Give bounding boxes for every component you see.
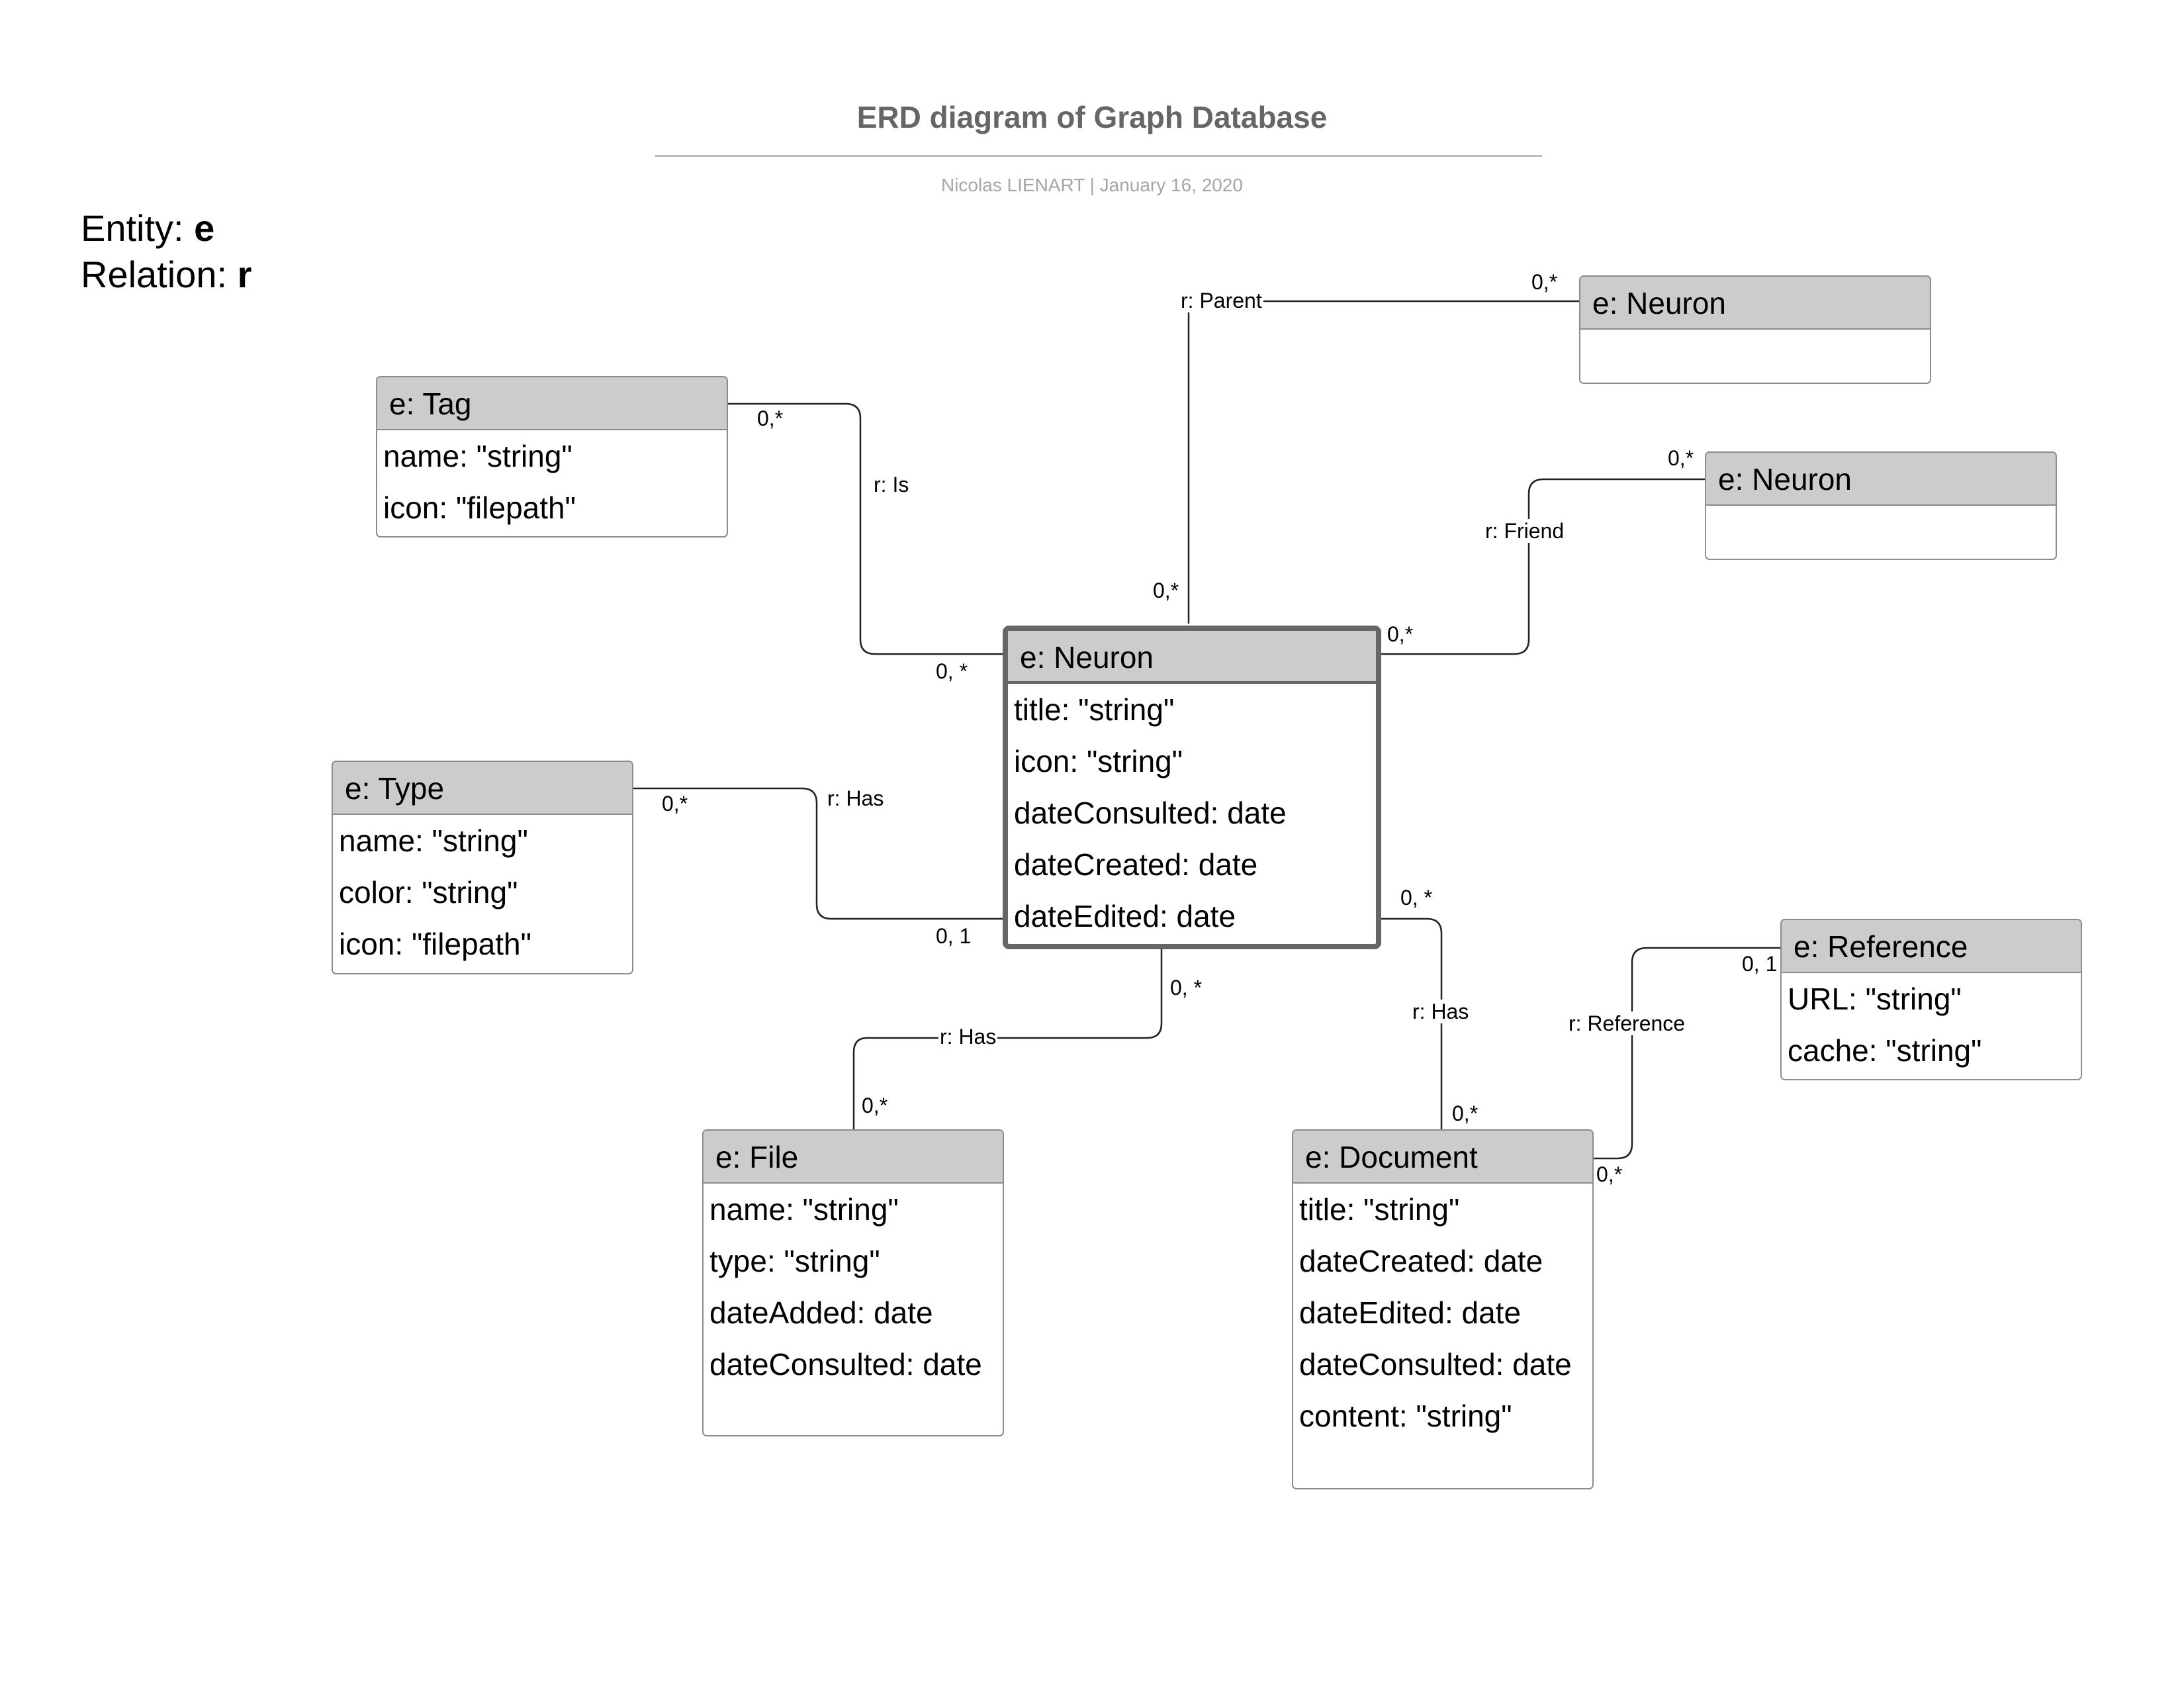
- attribute-icon: icon: "string": [1014, 744, 1183, 778]
- cardinality-friend-main: 0,*: [1387, 622, 1414, 646]
- attribute-title: title: "string": [1299, 1192, 1460, 1227]
- link-parent: [1187, 300, 1582, 624]
- attribute-date-edited: dateEdited: date: [1299, 1295, 1522, 1330]
- legend-relation-label: Relation:: [81, 254, 238, 295]
- entity-reference[interactable]: e: Reference URL: "string" cache: "strin…: [1780, 919, 2082, 1080]
- attribute-date-edited: dateEdited: date: [1014, 899, 1236, 933]
- attribute-date-consulted: dateConsulted: date: [1299, 1347, 1572, 1382]
- cardinality-parent-neuron: 0,*: [1531, 270, 1558, 294]
- cardinality-is-main: 0, *: [936, 659, 968, 683]
- attribute-cache: cache: "string": [1788, 1033, 1982, 1068]
- entity-neuron-parent-header: e: Neuron: [1580, 277, 1930, 330]
- attribute-color: color: "string": [339, 875, 518, 910]
- attribute-title: title: "string": [1014, 692, 1175, 727]
- entity-reference-header: e: Reference: [1782, 920, 2081, 973]
- entity-file-header: e: File: [704, 1131, 1003, 1184]
- relation-label-has-file: r: Has: [938, 1025, 998, 1049]
- relation-label-is: r: Is: [872, 473, 911, 496]
- cardinality-reference-reference: 0, 1: [1742, 952, 1778, 976]
- cardinality-reference-document: 0,*: [1596, 1162, 1623, 1186]
- legend-entity-label: Entity:: [81, 207, 195, 249]
- relation-label-parent: r: Parent: [1179, 289, 1263, 312]
- attribute-date-added: dateAdded: date: [709, 1295, 933, 1330]
- cardinality-parent-main: 0,*: [1153, 579, 1179, 602]
- cardinality-friend-neuron: 0,*: [1668, 446, 1694, 470]
- cardinality-has-file-main: 0, *: [1170, 976, 1203, 1000]
- link-has-file: [852, 948, 1163, 1131]
- relation-label-friend: r: Friend: [1484, 519, 1566, 543]
- link-has-document: [1377, 917, 1443, 1131]
- cardinality-has-document-main: 0, *: [1400, 886, 1433, 910]
- cardinality-has-document-document: 0,*: [1452, 1102, 1479, 1125]
- relation-label-has-type: r: Has: [826, 786, 886, 810]
- attribute-icon: icon: "filepath": [339, 927, 531, 961]
- attribute-date-created: dateCreated: date: [1014, 847, 1258, 882]
- entity-document-header: e: Document: [1293, 1131, 1592, 1184]
- legend-relation: Relation: r: [81, 252, 251, 298]
- entity-neuron-main[interactable]: e: Neuron title: "string" icon: "string"…: [1003, 626, 1381, 949]
- diagram-byline: Nicolas LIENART | January 16, 2020: [940, 175, 1244, 195]
- entity-neuron-friend-header: e: Neuron: [1706, 453, 2056, 506]
- attribute-date-consulted: dateConsulted: date: [1014, 796, 1287, 830]
- relation-label-reference: r: Reference: [1567, 1011, 1687, 1035]
- attribute-name: name: "string": [339, 823, 528, 858]
- cardinality-has-type-type: 0,*: [662, 792, 688, 816]
- entity-type-header: e: Type: [333, 762, 632, 815]
- link-reference: [1594, 947, 1783, 1160]
- attribute-name: name: "string": [709, 1192, 899, 1227]
- entity-tag-header: e: Tag: [377, 377, 727, 430]
- legend-relation-key: r: [237, 254, 252, 295]
- entity-file[interactable]: e: File name: "string" type: "string" da…: [702, 1129, 1004, 1436]
- attribute-date-created: dateCreated: date: [1299, 1244, 1543, 1278]
- cardinality-is-tag: 0,*: [757, 406, 784, 430]
- relation-label-has-document: r: Has: [1411, 1000, 1471, 1023]
- entity-type[interactable]: e: Type name: "string" color: "string" i…: [332, 761, 633, 974]
- title-divider: [655, 155, 1542, 157]
- link-is: [728, 402, 1006, 655]
- attribute-name: name: "string": [383, 439, 572, 473]
- link-friend: [1377, 478, 1707, 655]
- entity-neuron-parent[interactable]: e: Neuron: [1579, 275, 1931, 384]
- diagram-title: ERD diagram of Graph Database: [856, 100, 1328, 134]
- attribute-type: type: "string": [709, 1244, 880, 1278]
- legend-entity-key: e: [194, 207, 215, 249]
- cardinality-has-file-file: 0,*: [862, 1094, 888, 1117]
- legend-entity: Entity: e: [81, 205, 214, 252]
- link-has-type: [633, 787, 1006, 920]
- attribute-url: URL: "string": [1788, 982, 1962, 1016]
- attribute-content: content: "string": [1299, 1399, 1512, 1433]
- cardinality-has-type-main: 0, 1: [936, 924, 972, 948]
- entity-neuron-friend[interactable]: e: Neuron: [1705, 451, 2057, 560]
- entity-tag[interactable]: e: Tag name: "string" icon: "filepath": [376, 376, 728, 538]
- attribute-icon: icon: "filepath": [383, 491, 576, 525]
- attribute-date-consulted: dateConsulted: date: [709, 1347, 982, 1382]
- entity-document[interactable]: e: Document title: "string" dateCreated:…: [1292, 1129, 1594, 1489]
- entity-neuron-main-header: e: Neuron: [1008, 631, 1376, 684]
